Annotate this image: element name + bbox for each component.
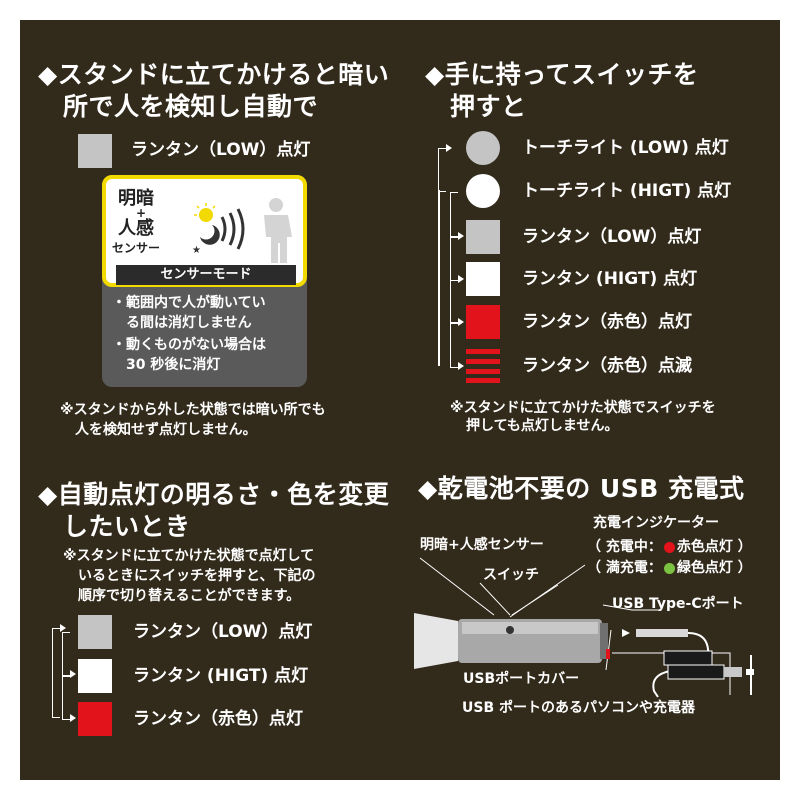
tr-item-6: ランタン（赤色）点滅 <box>522 356 692 376</box>
sensor-bullet1-line2: る間は消灯しません <box>126 315 252 331</box>
tr-title-line1: ◆手に持ってスイッチを <box>425 60 699 89</box>
full-label: （ 満充電： <box>587 560 662 576</box>
arrow-icon <box>70 670 76 678</box>
sensor-mode-label: センサーモード <box>116 265 296 285</box>
sensor-label-motion: 人感 <box>118 218 154 239</box>
torch-high-icon <box>466 174 500 208</box>
sensor-bullet1-line1: ・範囲内で人が動いてい <box>112 295 266 311</box>
lantern-high-swatch <box>466 262 500 296</box>
sequence-bracket <box>450 280 458 324</box>
br-title: ◆乾電池不要の USB 充電式 <box>418 474 745 503</box>
sequence-bracket <box>52 628 60 718</box>
arrow-icon <box>70 714 76 722</box>
tr-item-1: トーチライト (LOW) 点灯 <box>522 138 729 158</box>
charging-color-label: 赤色点灯 ） <box>676 539 752 555</box>
lantern-low-swatch <box>466 220 500 254</box>
tl-title-line1: ◆スタンドに立てかけると暗い <box>38 60 390 89</box>
bl-item-3: ランタン（赤色）点灯 <box>133 709 303 729</box>
sensor-label-brightness: 明暗 <box>118 188 154 209</box>
lantern-red-swatch <box>466 305 500 339</box>
indicator-charging-row: （ 充電中： 赤色点灯 ） <box>587 537 752 557</box>
tr-item-4: ランタン (HIGT) 点灯 <box>522 269 698 289</box>
lantern-red-swatch <box>78 702 112 736</box>
lantern-red-blink-icon <box>466 349 500 383</box>
sequence-bracket <box>62 632 70 676</box>
bl-item-2: ランタン (HIGT) 点灯 <box>133 666 309 686</box>
arrow-icon <box>458 318 464 326</box>
lantern-high-swatch <box>78 659 112 693</box>
torch-low-icon <box>466 131 500 165</box>
charging-label: （ 充電中： <box>587 539 662 555</box>
lantern-low-swatch <box>78 134 112 168</box>
usb-cover-label: USBポートカバー <box>463 671 580 687</box>
sensor-label-plus: + <box>136 206 147 220</box>
tr-item-2: トーチライト (HIGT) 点灯 <box>522 181 732 201</box>
sequence-bracket <box>450 192 458 238</box>
tr-note-line1: ※スタンドに立てかけた状態でスイッチを <box>450 400 716 416</box>
tr-item-5: ランタン（赤色）点灯 <box>522 312 692 332</box>
lantern-low-swatch <box>78 615 112 649</box>
sequence-bracket <box>438 148 446 192</box>
tr-item-3: ランタン（LOW）点灯 <box>522 227 702 247</box>
sequence-bracket <box>450 322 458 368</box>
tl-title-line2: 所で人を検知し自動で <box>63 92 319 121</box>
sensor-mode-header: 明暗 + 人感 センサー ★ センサーモード <box>102 175 307 287</box>
usb-charging-diagram <box>414 557 754 698</box>
bl-note-line3: 順序で切り替えることができます。 <box>78 588 301 604</box>
usb-device-label: USB ポートのあるパソコンや充電器 <box>462 700 695 716</box>
red-indicator-dot-icon <box>663 541 675 553</box>
switch-callout-label: スイッチ <box>483 567 539 583</box>
svg-text:★: ★ <box>192 245 201 256</box>
bl-note-line2: いるときにスイッチを押すと、下記の <box>78 568 316 584</box>
sensor-bullet2-line2: 30 秒後に消灯 <box>126 357 221 373</box>
sensor-label-sensor: センサー <box>112 241 161 255</box>
indicator-callout-label: 充電インジケーター <box>593 515 719 531</box>
green-indicator-dot-icon <box>663 562 675 574</box>
sequence-bracket <box>62 676 70 720</box>
sensor-mode-box: 明暗 + 人感 センサー ★ センサーモード ・範囲内で人が動いてい る間は消灯… <box>102 175 307 387</box>
sensor-person-icon: ★ <box>192 198 292 263</box>
bl-title-line1: ◆自動点灯の明るさ・色を変更 <box>38 480 390 509</box>
arrow-icon <box>458 362 464 370</box>
tl-note-line2: 人を検知せず点灯しません。 <box>75 422 257 438</box>
tr-note-line2: 押しても点灯しません。 <box>466 418 619 434</box>
bl-title-line2: したいとき <box>63 512 191 541</box>
bl-item-1: ランタン（LOW）点灯 <box>133 622 313 642</box>
sequence-return-line <box>438 190 440 366</box>
tr-title-line2: 押すと <box>450 92 527 121</box>
sensor-callout-label: 明暗+人感センサー <box>420 537 544 553</box>
sensor-bullet2-line1: ・動くものがない場合は <box>112 337 266 353</box>
arrow-icon <box>458 275 464 283</box>
arrow-icon <box>446 144 452 152</box>
usb-port-label: USB Type-Cポート <box>612 596 744 612</box>
arrow-icon <box>458 232 464 240</box>
tl-item-label: ランタン（LOW）点灯 <box>131 140 311 160</box>
bl-note-line1: ※スタンドに立てかけた状態で点灯して <box>63 548 315 564</box>
sequence-bracket <box>450 236 458 281</box>
tl-note-line1: ※スタンドから外した状態では暗い所でも <box>60 402 326 418</box>
indicator-full-row: （ 満充電： 緑色点灯 ） <box>587 558 752 578</box>
arrow-icon <box>60 624 66 632</box>
full-color-label: 緑色点灯 ） <box>676 560 752 576</box>
